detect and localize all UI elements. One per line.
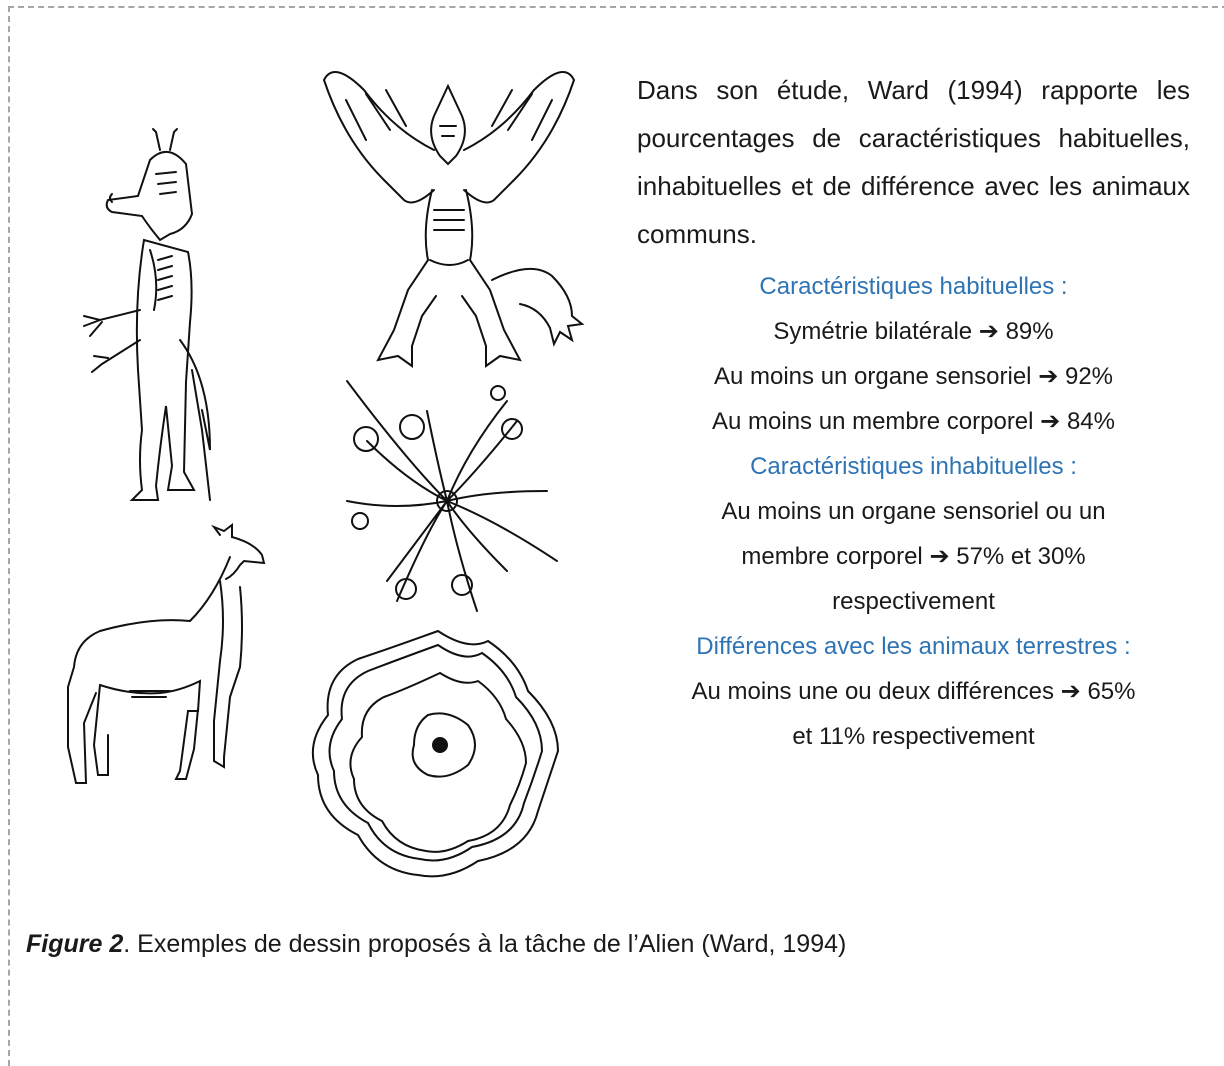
arrow-icon: ➔ [1060, 678, 1081, 705]
caption-label: Figure 2 [26, 930, 124, 958]
stat-line: membre corporel ➔ 57% et 30% [637, 534, 1190, 579]
figure-caption: Figure 2. Exemples de dessin proposés à … [26, 930, 846, 959]
figure-frame [8, 6, 1224, 1066]
quadruped-creature-drawing [67, 523, 266, 784]
section-heading-habituelles: Caractéristiques habituelles : [759, 273, 1068, 300]
stat-line: et 11% respectivement [792, 723, 1035, 750]
stat-label: Au moins un membre corporel [712, 408, 1034, 435]
stat-value: 57% et 30% [956, 543, 1086, 570]
concentric-blob-creature-drawing [311, 629, 560, 878]
stat-line: Au moins un membre corporel ➔ 84% [637, 399, 1190, 444]
section-heading-differences: Différences avec les animaux terrestres … [696, 633, 1131, 660]
stat-line: Au moins un organe sensoriel ➔ 92% [637, 354, 1190, 399]
stat-line: Au moins une ou deux différences ➔ 65% [637, 669, 1190, 714]
stat-label: Au moins une ou deux différences [691, 678, 1054, 705]
alien-drawings [60, 70, 605, 878]
arrow-icon: ➔ [1040, 408, 1061, 435]
stat-label: Au moins un organe sensoriel [713, 363, 1032, 390]
stat-value: 84% [1066, 408, 1115, 435]
stat-label: membre corporel [741, 543, 923, 570]
radial-tentacle-creature-drawing [346, 380, 558, 612]
text-column: Dans son étude, Ward (1994) rapporte les… [637, 66, 1190, 759]
intro-paragraph: Dans son étude, Ward (1994) rapporte les… [637, 75, 1190, 249]
winged-creature-drawing [322, 71, 585, 368]
stat-label: Symétrie bilatérale [773, 318, 973, 345]
caption-text: . Exemples de dessin proposés à la tâche… [123, 930, 847, 958]
stat-line: Au moins un organe sensoriel ou un [721, 498, 1106, 525]
stat-line: respectivement [832, 588, 995, 615]
arrow-icon: ➔ [1038, 363, 1059, 390]
humanoid-alien-drawing [83, 128, 211, 501]
arrow-icon: ➔ [978, 318, 999, 345]
section-heading-inhabituelles: Caractéristiques inhabituelles : [750, 453, 1077, 480]
stat-value: 89% [1005, 318, 1054, 345]
stat-value: 65% [1087, 678, 1136, 705]
stat-value: 92% [1064, 363, 1114, 390]
arrow-icon: ➔ [929, 543, 950, 570]
stat-line: Symétrie bilatérale ➔ 89% [637, 309, 1190, 354]
